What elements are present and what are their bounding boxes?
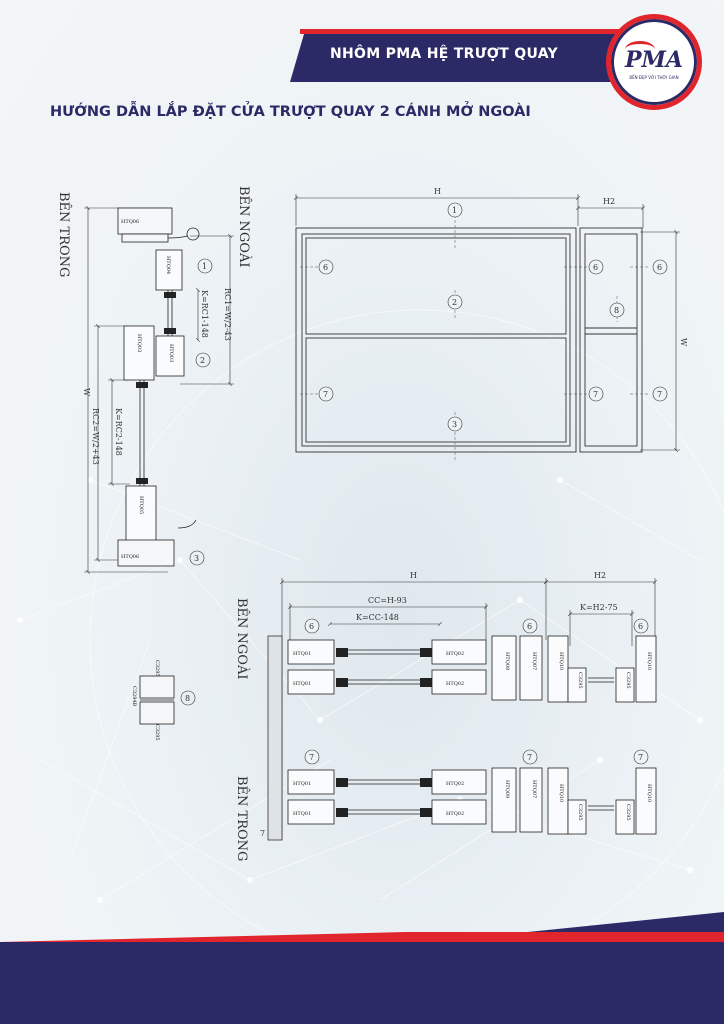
elev-marker-1: 1 — [452, 206, 457, 215]
footer-red-stripe — [0, 932, 724, 942]
dim-elev-W: W — [679, 338, 688, 347]
header-title: NHÔM PMA HỆ TRƯỢT QUAY — [330, 46, 558, 62]
label-inside-bottom: BÊN TRONG — [234, 776, 250, 861]
detail8-code-top: C3295 — [154, 660, 160, 677]
code-c3295-d: C3295 — [625, 804, 631, 821]
dim-seven: 7 — [260, 829, 265, 838]
code-htq01-a: HTQ01 — [293, 651, 311, 657]
header-band — [290, 34, 620, 82]
bottom-marker-6c: 6 — [638, 622, 643, 631]
code-htq02-b: HTQ02 — [446, 681, 464, 687]
dim-bottom-H2: H2 — [594, 571, 606, 580]
code-c3295-a: C3295 — [577, 672, 583, 689]
bottom-marker-7a: 7 — [309, 753, 314, 762]
code-htq10-b: HTQ10 — [646, 652, 652, 670]
code-htq02-d: HTQ02 — [446, 811, 464, 817]
label-outside-bottom: BÊN NGOÀI — [234, 598, 250, 680]
elev-marker-3: 3 — [452, 420, 457, 429]
code-c3295-c: C3295 — [577, 804, 583, 821]
profile-htq05: HTQ05 — [138, 496, 144, 514]
elevation-view: H H2 W — [296, 187, 688, 460]
label-outside-left: BÊN NGOÀI — [236, 186, 252, 268]
code-htq01-c: HTQ01 — [293, 781, 311, 787]
dim-k1: K=RC1-148 — [200, 290, 209, 338]
logo-swoosh-icon — [625, 41, 655, 58]
dim-bottom-H: H — [410, 571, 417, 580]
header-accent-bar — [300, 29, 620, 34]
dim-left-W: W — [82, 388, 91, 397]
code-htq01-b: HTQ01 — [293, 681, 311, 687]
dim-cc: CC=H-93 — [368, 596, 407, 605]
code-htq01-d: HTQ01 — [293, 811, 311, 817]
left-section: BÊN TRONG BÊN NGOÀI W RC1=W/2-43 K= — [56, 186, 252, 572]
bottom-marker-6b: 6 — [527, 622, 532, 631]
marker-left-1: 1 — [202, 262, 207, 271]
code-htq10-c: HTQ10 — [558, 784, 564, 802]
bottom-marker-7b: 7 — [527, 753, 532, 762]
marker-left-3: 3 — [194, 554, 199, 563]
code-htq10-a: HTQ10 — [558, 652, 564, 670]
elev-marker-6a: 6 — [323, 263, 328, 272]
elev-marker-8: 8 — [614, 306, 619, 315]
elev-marker-7b: 7 — [593, 390, 598, 399]
page-title: HƯỚNG DẪN LẮP ĐẶT CỬA TRƯỢT QUAY 2 CÁNH … — [50, 104, 531, 120]
label-inside-left: BÊN TRONG — [56, 192, 72, 277]
bottom-section: BÊN NGOÀI BÊN TRONG H H2 CC=H-93 K=CC-14… — [234, 571, 656, 861]
code-htq08: HTQ08 — [504, 652, 510, 670]
code-htq02-a: HTQ02 — [446, 651, 464, 657]
marker-left-2: 2 — [200, 356, 205, 365]
elev-marker-6c: 6 — [657, 263, 662, 272]
dim-rc2: RC2=W/2+43 — [91, 408, 100, 465]
wall — [267, 635, 283, 841]
detail-8: 8 C3295 C3294B C3295 — [131, 660, 196, 741]
elev-marker-7c: 7 — [657, 390, 662, 399]
logo-brand: PMA — [625, 47, 683, 73]
elev-marker-6b: 6 — [593, 263, 598, 272]
code-htq09: HTQ09 — [504, 780, 510, 798]
elev-marker-7a: 7 — [323, 390, 328, 399]
profile-htq06-top: HTQ06 — [121, 219, 139, 225]
detail8-code-mid: C3294B — [131, 686, 137, 707]
dim-rc1: RC1=W/2-43 — [223, 288, 232, 341]
bottom-marker-7c: 7 — [638, 753, 643, 762]
code-c3295-b: C3295 — [625, 672, 631, 689]
dim-elev-H2: H2 — [603, 197, 615, 206]
footer-band — [0, 942, 724, 1024]
profile-htq06-bottom: HTQ06 — [121, 554, 139, 560]
detail8-marker: 8 — [185, 694, 190, 703]
code-htq10-d: HTQ10 — [646, 784, 652, 802]
dim-k2: K=RC2-148 — [114, 408, 123, 456]
code-htq07-b: HTQ07 — [531, 780, 537, 798]
logo-tagline: BỀN ĐẸP VỚI THỜI GIAN — [629, 75, 679, 80]
profile-htq04: HTQ04 — [165, 256, 171, 274]
dim-kh2: K=H2-75 — [580, 603, 618, 612]
bottom-marker-6a: 6 — [309, 622, 314, 631]
dim-kcc: K=CC-148 — [356, 613, 399, 622]
dim-elev-H: H — [434, 187, 441, 196]
elev-marker-2: 2 — [452, 298, 457, 307]
code-htq07-a: HTQ07 — [531, 652, 537, 670]
profile-htq03-b: HTQ03 — [136, 334, 142, 352]
pma-logo: PMA BỀN ĐẸP VỚI THỜI GIAN — [606, 14, 702, 110]
detail8-code-bottom: C3295 — [154, 724, 160, 741]
profile-htq03-a: HTQ03 — [168, 344, 174, 362]
code-htq02-c: HTQ02 — [446, 781, 464, 787]
